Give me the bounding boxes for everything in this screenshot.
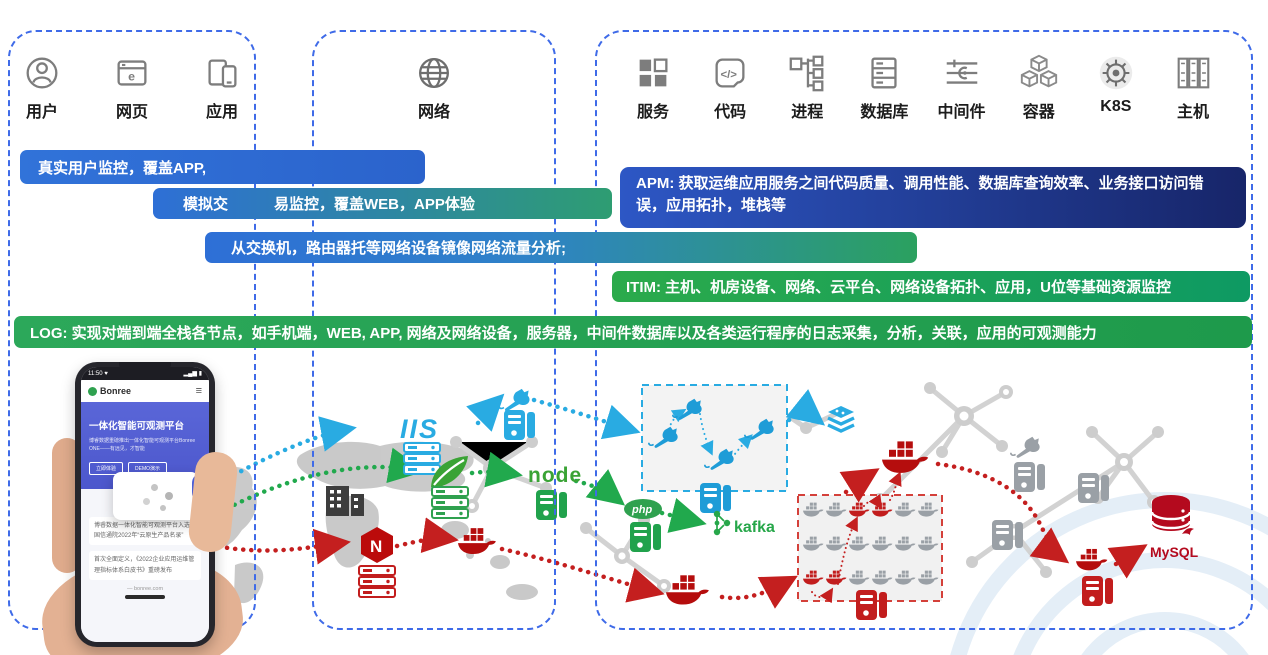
node-js-node: node [528, 464, 582, 520]
server-gray-3 [992, 520, 1023, 550]
floating-logo-card [113, 472, 199, 520]
news-item[interactable]: 博睿数据一体化智能可观测平台入选中国信通院2022年“云原生产品名录” [89, 517, 201, 546]
kafka-node: kafka [713, 510, 775, 536]
php-label: php [631, 504, 652, 516]
spring-leaf-icon [431, 456, 468, 488]
bar-itim: ITIM: 主机、机房设备、网络、云平台、网络设备拓扑、应用，U位等基础资源监控 [612, 271, 1250, 302]
phone-time: 11:50 ♥ [88, 370, 108, 377]
iis-node: IIS [400, 414, 441, 475]
spring-rack [431, 486, 469, 519]
server-gray-2 [1078, 473, 1109, 503]
try-now-button[interactable]: 立即体验 [89, 462, 124, 475]
server-red-2 [1082, 576, 1113, 606]
bar-network-traffic-analysis: 从交换机，路由器托等网络设备镜像网络流量分析; [205, 232, 917, 263]
bar-text: 从交换机，路由器托等网络设备镜像网络流量分析; [231, 240, 566, 257]
path-red-cluster [811, 471, 902, 604]
hero-title: 一体化智能可观测平台 [89, 421, 185, 432]
stack-icon [827, 406, 855, 433]
tomcat-gray-icon [1009, 435, 1041, 459]
phone-notch [119, 362, 171, 370]
phone-status-icons: ▂▄▆ ▮ [183, 371, 202, 377]
kafka-label: kafka [734, 519, 775, 536]
mysql-label: MySQL [1150, 544, 1199, 560]
server-gray-1 [1014, 462, 1045, 492]
phone-footer: — bonree.com [126, 585, 164, 592]
tomcat-blue-icon [498, 388, 531, 413]
iis-label: IIS [400, 414, 439, 444]
path-red-backend [208, 461, 1148, 609]
bar-text: APM: 获取运维应用服务之间代码质量、调用性能、数据库查询效率、业务接口访问错… [636, 175, 1204, 214]
bar-text: LOG: 实现对端到端全栈各节点，如手机端，WEB, APP, 网络及网络设备，… [30, 324, 1097, 342]
phone-app-header: Bonree ≡ [81, 380, 209, 402]
docker-red-2 [666, 575, 709, 605]
nginx-letter: N [370, 537, 382, 556]
path-green-app [210, 447, 707, 533]
node-label: node [528, 464, 582, 487]
news-item[interactable]: 首次全面定义，《2022企业应用运维管理指标体系白皮书》重磅发布 [89, 551, 201, 580]
phone-statusbar: 11:50 ♥ ▂▄▆ ▮ [81, 367, 209, 380]
phone-screen: 11:50 ♥ ▂▄▆ ▮ Bonree ≡ 一体化智能可观测平台 博睿数据重磅… [81, 367, 209, 642]
nginx-node: N [358, 527, 396, 598]
home-indicator [125, 594, 165, 599]
server-red-1 [856, 590, 887, 620]
phone-mockup: 11:50 ♥ ▂▄▆ ▮ Bonree ≡ 一体化智能可观测平台 博睿数据重磅… [75, 362, 215, 647]
bar-synthetic-monitoring: 模拟交 易监控，覆盖WEB，APP体验 [153, 188, 612, 219]
bar-text: 易监控，覆盖WEB，APP体验 [274, 196, 475, 213]
bonree-brand: Bonree [100, 386, 132, 396]
bar-text: 真实用户监控，覆盖APP, [38, 159, 207, 177]
bar-text: 模拟交 [183, 196, 229, 213]
mysql-node: MySQL [1150, 495, 1199, 560]
bar-real-user-monitoring: 真实用户监控，覆盖APP, [20, 150, 425, 184]
hero-subtitle: 博睿数据重磅推出一体化智能可观测平台Bonree ONE——有远见，才智能 [89, 438, 196, 452]
bar-apm: APM: 获取运维应用服务之间代码质量、调用性能、数据库查询效率、业务接口访问错… [620, 167, 1246, 228]
php-node: php [624, 499, 662, 552]
server-blue-1 [504, 410, 535, 440]
bar-text: ITIM: 主机、机房设备、网络、云平台、网络设备拓扑、应用，U位等基础资源监控 [626, 279, 1171, 296]
menu-icon[interactable]: ≡ [195, 384, 202, 397]
server-blue-2 [700, 483, 731, 513]
bonree-logo-icon [88, 386, 97, 396]
bar-log: LOG: 实现对端到端全栈各节点，如手机端，WEB, APP, 网络及网络设备，… [14, 316, 1252, 348]
path-blue-cluster [667, 408, 753, 463]
building-icon [326, 486, 364, 516]
